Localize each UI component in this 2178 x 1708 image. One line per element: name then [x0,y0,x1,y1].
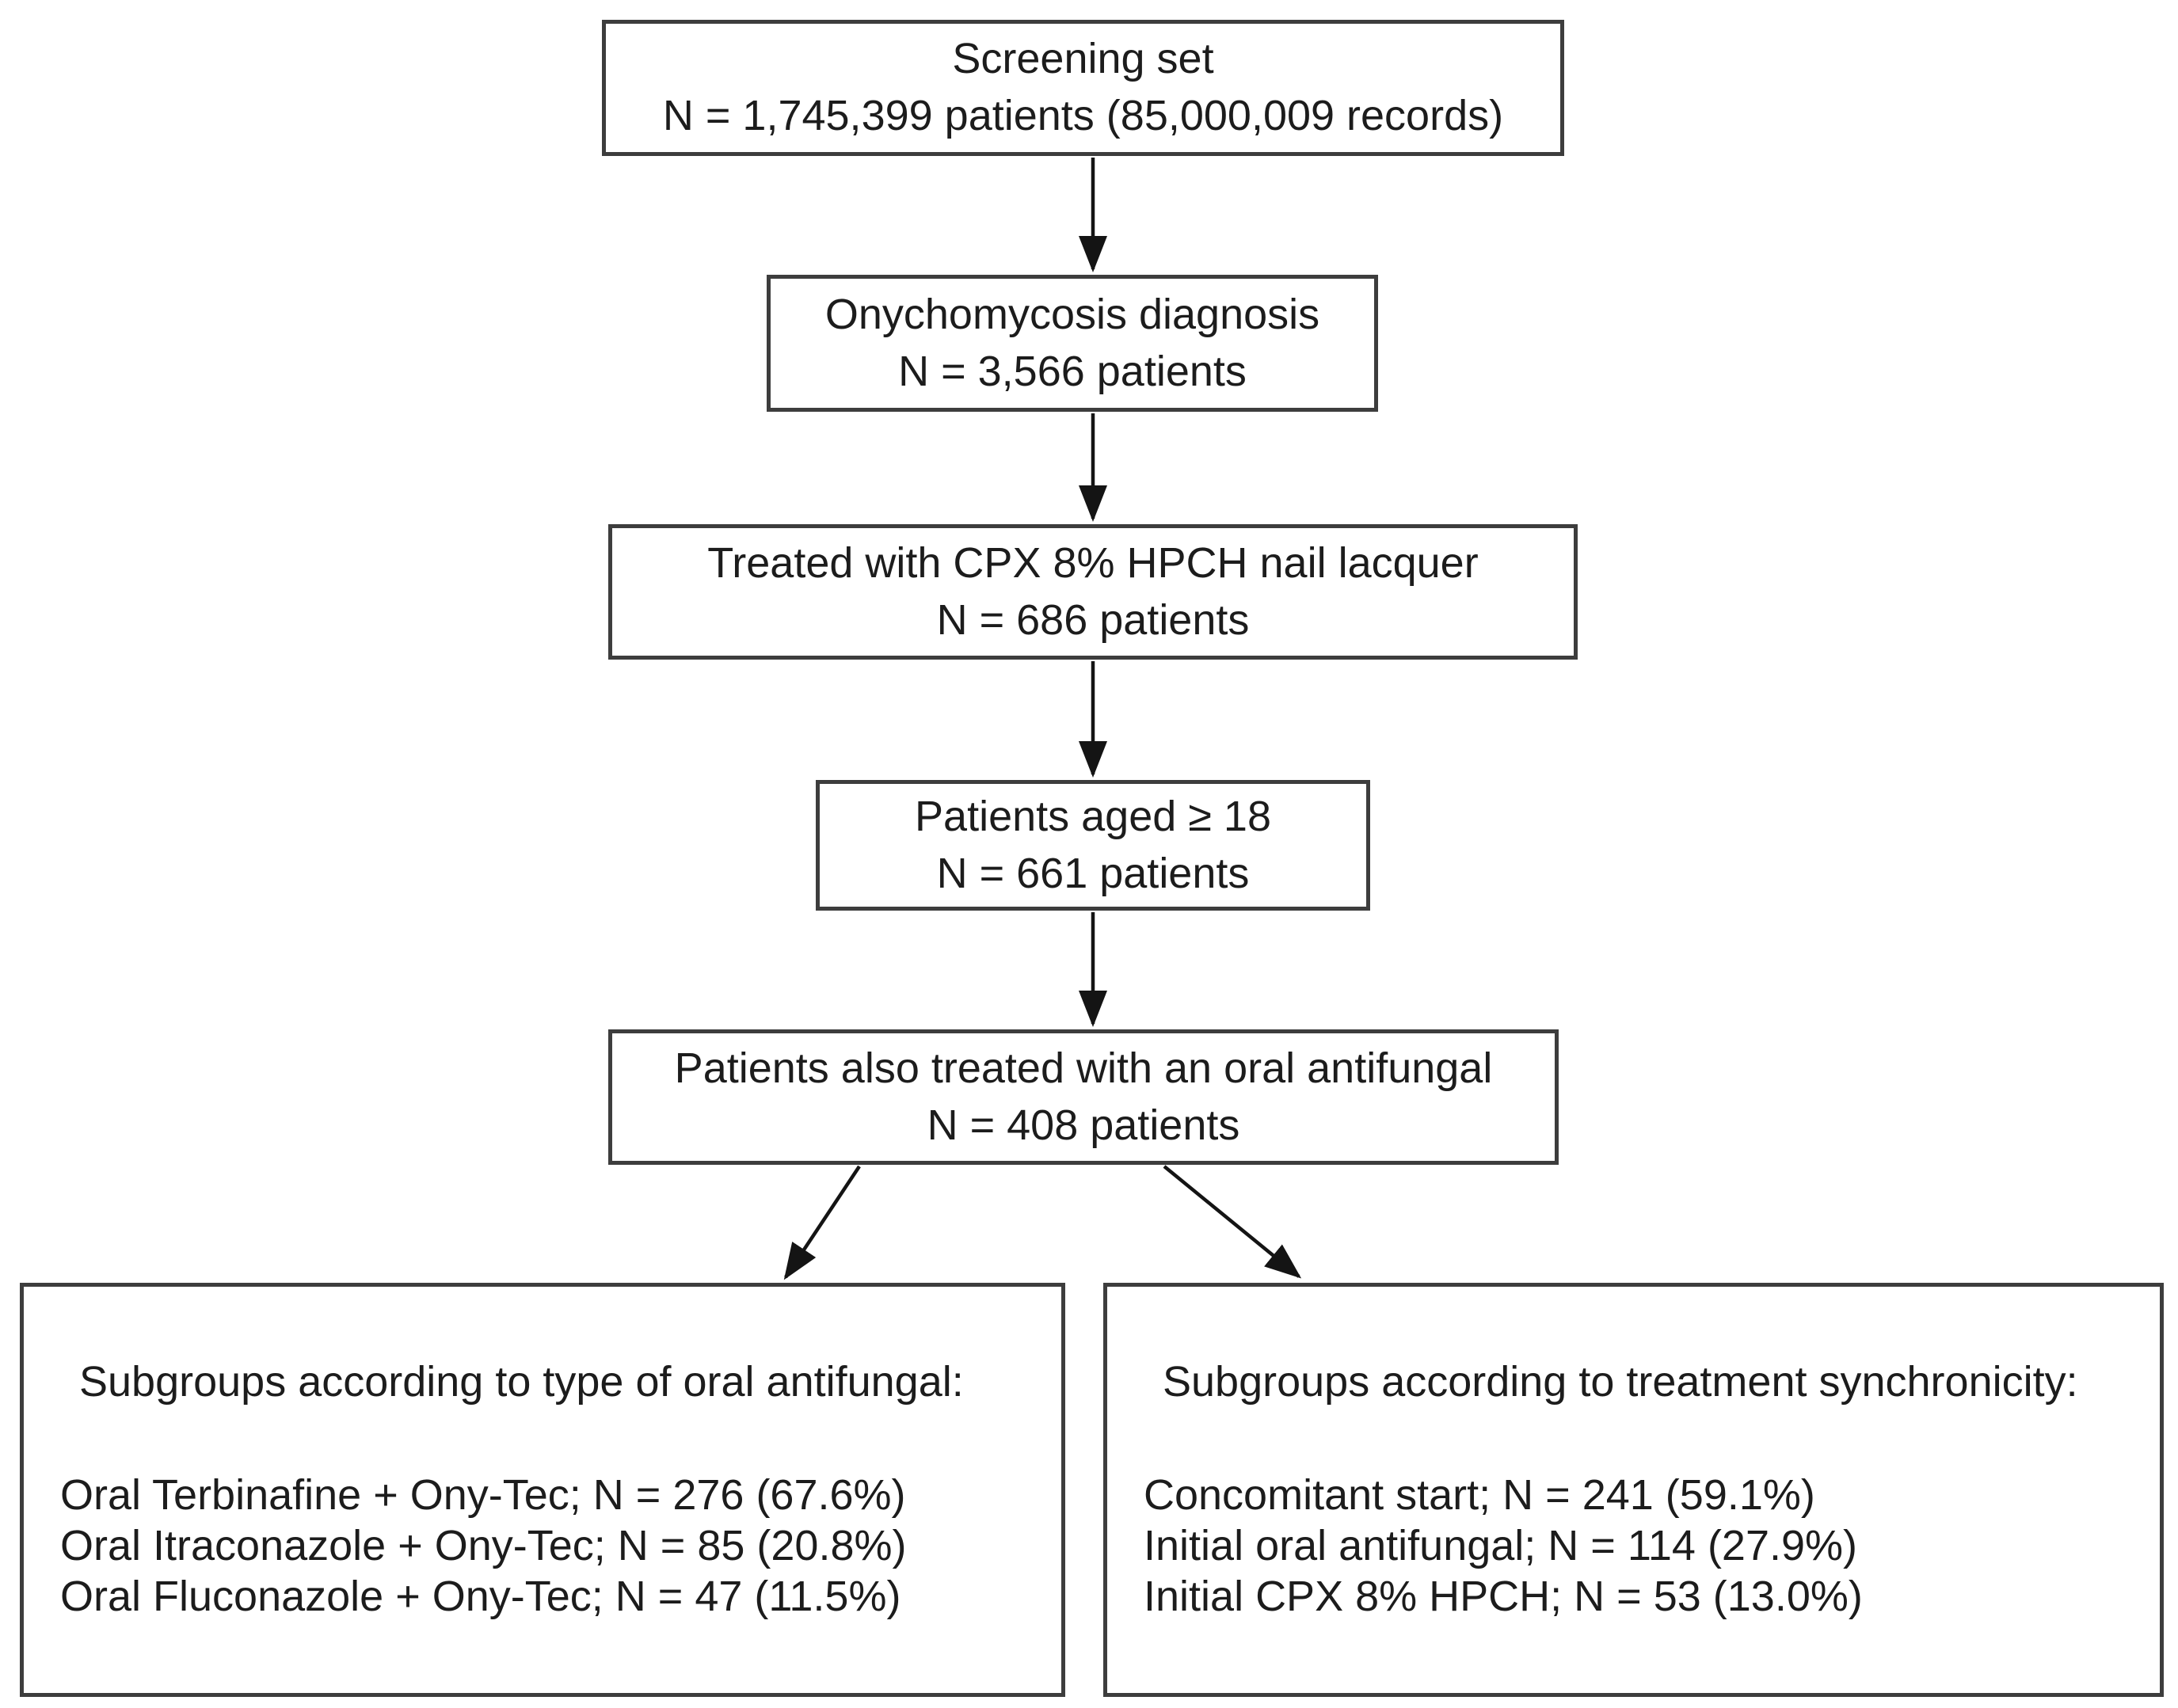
box-title: Treated with CPX 8% HPCH nail lacquer [707,538,1479,587]
arrow-branch-left [783,1165,861,1280]
screening-set-box: Screening set N = 1,745,399 patients (85… [602,20,1564,156]
box-title: Patients also treated with an oral antif… [674,1044,1493,1092]
subgroup-item-concomitant: Concomitant start; N = 241 (59.1%) [1144,1470,1815,1519]
box-count: N = 1,745,399 patients (85,000,009 recor… [662,92,1504,139]
box-title: Patients aged ≥ 18 [915,792,1271,840]
arrow-branch-right [1163,1165,1302,1279]
box-count: N = 3,566 patients [898,347,1247,395]
box-title: Screening set [952,35,1214,83]
subgroup-item-initial-cpx: Initial CPX 8% HPCH; N = 53 (13.0%) [1144,1573,1863,1621]
patients-aged-box: Patients aged ≥ 18 N = 661 patients [816,780,1370,911]
subgroup-item-fluconazole: Oral Fluconazole + Ony-Tec; N = 47 (11.5… [60,1573,901,1621]
subgroup-treatment-synchronicity-box: Subgroups according to treatment synchro… [1103,1283,2164,1697]
cpx-treated-box: Treated with CPX 8% HPCH nail lacquer N … [608,524,1578,660]
subgroup-item-initial-oral: Initial oral antifungal; N = 114 (27.9%) [1144,1522,1858,1570]
onychomycosis-diagnosis-box: Onychomycosis diagnosis N = 3,566 patien… [767,275,1378,412]
subgroup-item-itraconazole: Oral Itraconazole + Ony-Tec; N = 85 (20.… [60,1522,907,1570]
subgroup-item-list: Concomitant start; N = 241 (59.1%) Initi… [1144,1470,2123,1622]
subgroup-item-terbinafine: Oral Terbinafine + Ony-Tec; N = 276 (67.… [60,1470,906,1519]
box-title: Onychomycosis diagnosis [824,290,1320,338]
subgroup-heading: Subgroups according to treatment synchro… [1163,1358,2078,1406]
box-count: N = 408 patients [927,1101,1240,1149]
subgroup-type-oral-antifungal-box: Subgroups according to type of oral anti… [20,1283,1065,1697]
box-count: N = 686 patients [936,595,1250,644]
box-count: N = 661 patients [936,849,1250,897]
subgroup-item-list: Oral Terbinafine + Ony-Tec; N = 276 (67.… [60,1470,1025,1622]
subgroup-heading: Subgroups according to type of oral anti… [79,1358,964,1406]
oral-antifungal-box: Patients also treated with an oral antif… [608,1029,1559,1165]
